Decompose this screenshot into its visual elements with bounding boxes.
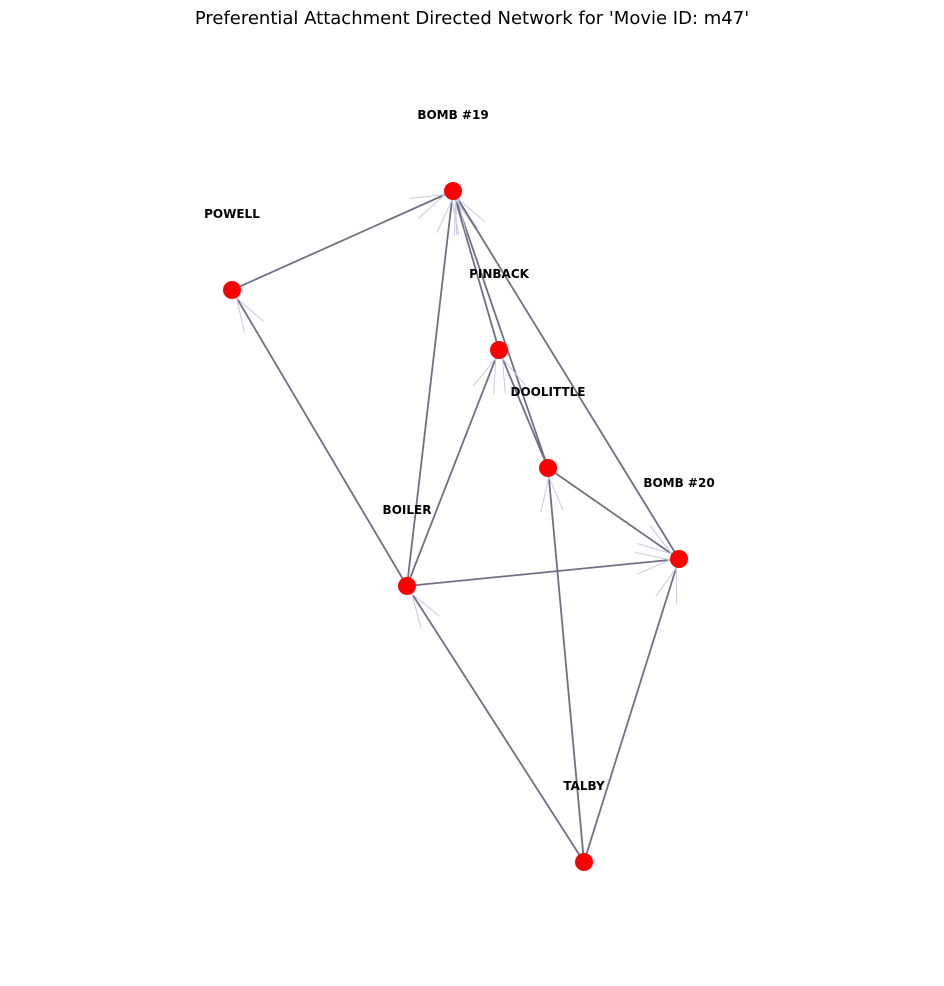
edge-pinback-bomb19 bbox=[452, 190, 500, 351]
node-bomb20 bbox=[670, 550, 688, 568]
edge-boiler-pinback bbox=[406, 349, 500, 587]
node-label-talby: TALBY bbox=[563, 779, 605, 793]
edge-talby-doolittle bbox=[547, 467, 585, 863]
node-powell bbox=[223, 281, 241, 299]
edge-boiler-bomb19 bbox=[406, 190, 454, 587]
node-label-powell: POWELL bbox=[204, 207, 260, 221]
node-layer bbox=[223, 182, 688, 871]
edge-talby-boiler bbox=[406, 585, 585, 863]
edge-doolittle-bomb20 bbox=[547, 467, 680, 560]
node-label-pinback: PINBACK bbox=[469, 267, 530, 281]
node-pinback bbox=[490, 341, 508, 359]
node-talby bbox=[575, 853, 593, 871]
edge-boiler-bomb20 bbox=[406, 558, 680, 587]
edge-boiler-powell bbox=[231, 289, 408, 587]
edge-doolittle-pinback bbox=[498, 349, 549, 469]
arrowhead-doolittle-bomb20 bbox=[637, 525, 673, 555]
edge-doolittle-bomb19 bbox=[452, 190, 549, 469]
arrowhead-bomb20-bomb19 bbox=[456, 197, 486, 234]
arrowhead-talby-doolittle bbox=[540, 475, 564, 512]
node-label-bomb19: BOMB #19 bbox=[417, 108, 488, 122]
node-boiler bbox=[398, 577, 416, 595]
node-label-boiler: BOILER bbox=[383, 503, 432, 517]
edge-powell-bomb19 bbox=[231, 190, 454, 291]
node-doolittle bbox=[539, 459, 557, 477]
node-label-doolittle: DOOLITTLE bbox=[511, 385, 586, 399]
node-label-bomb20: BOMB #20 bbox=[643, 476, 714, 490]
edge-talby-bomb20 bbox=[583, 558, 680, 863]
figure-title: Preferential Attachment Directed Network… bbox=[195, 8, 749, 29]
edge-layer bbox=[231, 190, 680, 863]
arrowhead-boiler-bomb20 bbox=[635, 551, 672, 575]
arrowhead-doolittle-pinback bbox=[501, 356, 527, 394]
node-bomb19 bbox=[444, 182, 462, 200]
arrowhead-powell-bomb19 bbox=[409, 194, 447, 219]
edge-bomb20-bomb19 bbox=[452, 190, 680, 560]
